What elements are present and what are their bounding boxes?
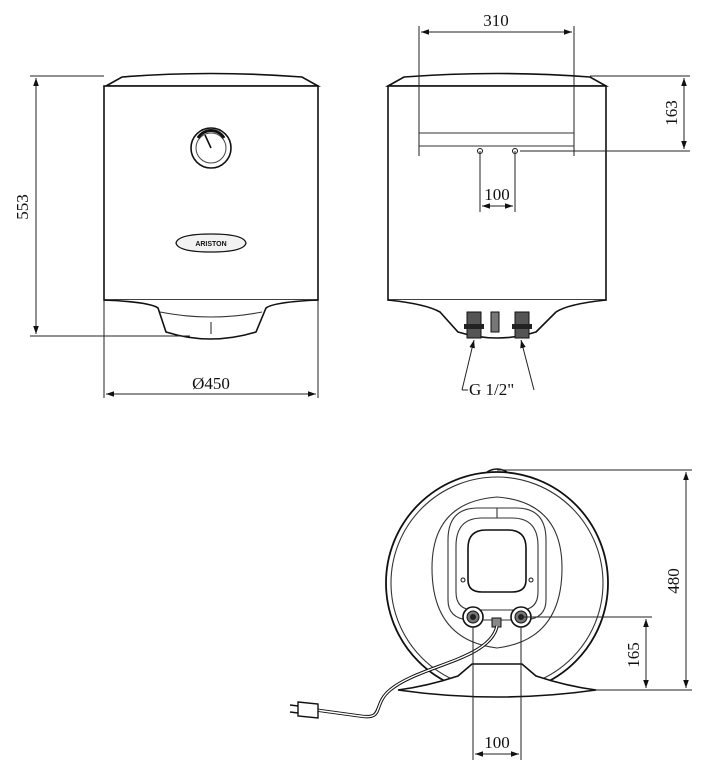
brand-badge: ARISTON <box>175 233 247 253</box>
front-top-cap <box>102 72 322 87</box>
dim-480-label: 480 <box>664 568 683 594</box>
dim-450-label: Ø450 <box>192 374 230 393</box>
thread-label: G 1/2" <box>469 380 514 399</box>
pressure-gauge-icon <box>190 127 232 169</box>
front-view: ARISTON 553 Ø450 <box>13 72 322 398</box>
inlet-pipe <box>464 311 500 339</box>
back-body <box>387 85 607 301</box>
dim-163-label: 163 <box>662 100 681 126</box>
back-view: 310 163 100 G 1/2" <box>384 11 690 399</box>
front-body <box>103 85 319 301</box>
outlet-pipe <box>512 311 532 339</box>
dim-100-side-label: 100 <box>484 185 510 204</box>
dim-100-bottom-label: 100 <box>484 733 510 752</box>
front-bottom-cover <box>103 299 319 340</box>
back-top-cap <box>384 72 610 87</box>
inlet-pipe-end <box>462 606 484 628</box>
dim-553-label: 553 <box>13 194 32 220</box>
dim-165-label: 165 <box>624 642 643 668</box>
power-plug-icon <box>289 701 319 719</box>
mounting-bracket <box>418 132 575 156</box>
brand-logo-text: ARISTON <box>195 241 226 248</box>
bottom-cover-outline <box>431 496 563 649</box>
bottom-view: 480 165 100 <box>289 468 692 760</box>
dim-310-label: 310 <box>483 11 509 30</box>
access-panel <box>467 529 527 593</box>
